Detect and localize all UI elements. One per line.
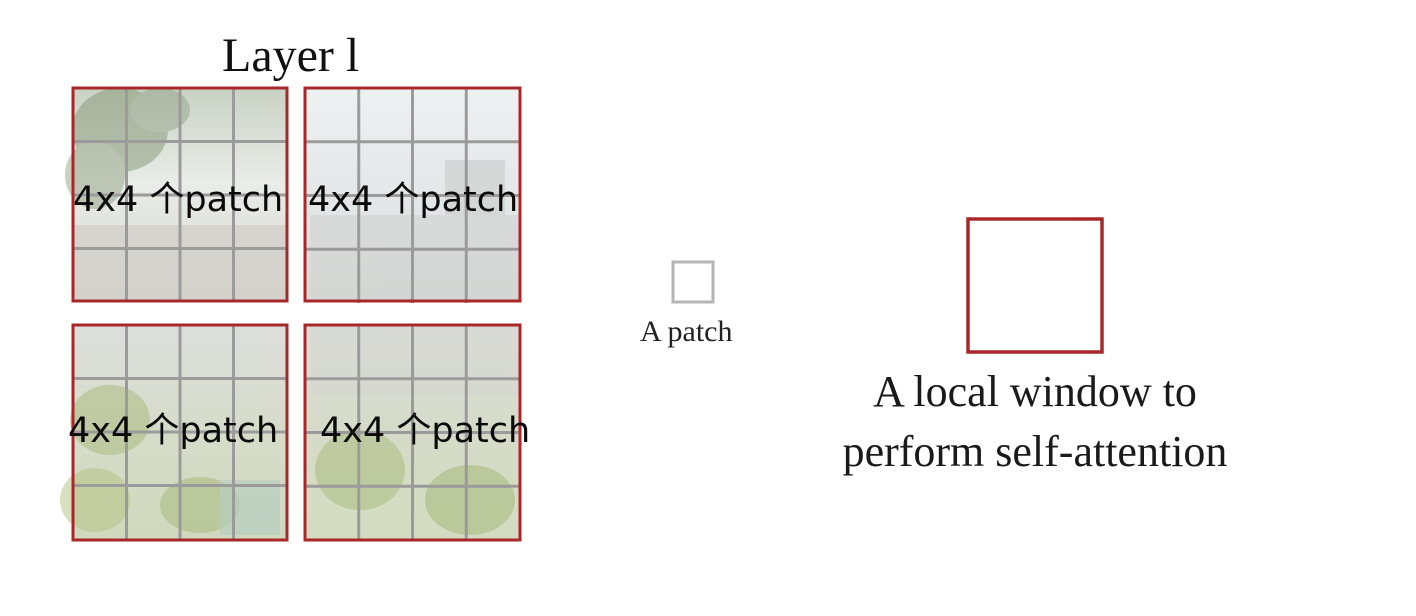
window-bottom-right-label: 4x4 个patch: [320, 411, 531, 451]
window-bottom-left-border: [71, 323, 289, 542]
local-window-caption-line1: A local window to: [873, 367, 1197, 416]
window-bottom-right: [303, 323, 522, 542]
window-top-right-label: 4x4 个patch: [308, 180, 519, 220]
window-bottom-right-grid: [305, 325, 520, 540]
local-window-caption: A local window to perform self-attention: [800, 362, 1270, 482]
castle-towers-decoration: [310, 160, 520, 301]
window-top-left-border: [71, 86, 289, 303]
window-bottom-right-border: [303, 323, 522, 542]
window-top-right-border: [303, 86, 522, 303]
tree-foliage-decoration: [65, 88, 190, 209]
window-top-left-label: 4x4 个patch: [73, 180, 284, 220]
layer-title: Layer l: [222, 29, 360, 82]
window-bottom-left-label: 4x4 个patch: [68, 411, 279, 451]
window-top-left-grid: [73, 88, 287, 302]
window-top-right: [303, 86, 522, 303]
local-window-legend-square: [966, 217, 1104, 354]
patch-legend-label: A patch: [640, 315, 733, 348]
window-top-right-grid: [305, 88, 520, 303]
window-bottom-left-grid: [73, 325, 287, 539]
local-window-caption-line2: perform self-attention: [842, 427, 1228, 476]
window-top-left: [65, 86, 289, 303]
window-bottom-left: [60, 323, 289, 542]
patch-legend-square: [671, 260, 715, 304]
